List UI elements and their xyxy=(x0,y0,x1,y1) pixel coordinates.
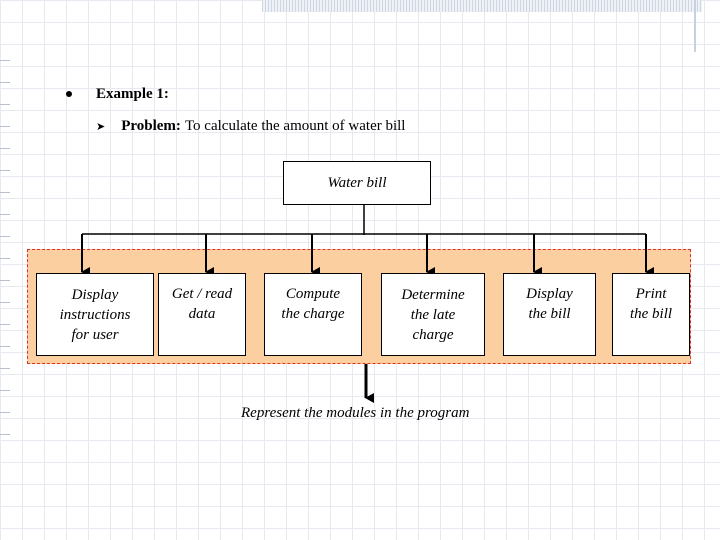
module-box-display-instructions: Display instructions for user xyxy=(36,273,154,356)
module-box-compute-charge: Compute the charge xyxy=(264,273,362,356)
header-stripe xyxy=(262,0,702,12)
example-heading: Example 1: xyxy=(96,85,169,102)
module-label: Compute the charge xyxy=(281,286,345,322)
problem-label: Problem: xyxy=(121,117,181,134)
root-label: Water bill xyxy=(327,175,387,191)
problem-text: To calculate the amount of water bill xyxy=(184,117,406,134)
bullet-item: Example 1: xyxy=(66,84,169,104)
bullet-dot-icon xyxy=(66,91,72,97)
root-box: Water bill xyxy=(283,161,431,205)
module-label: Display the bill xyxy=(526,286,573,322)
sub-bullet-item: ➤ Problem: To calculate the amount of wa… xyxy=(96,116,405,136)
module-box-display-bill: Display the bill xyxy=(503,273,596,356)
module-label: Determine the late charge xyxy=(401,286,465,343)
margin-ticks xyxy=(0,60,10,440)
module-box-late-charge: Determine the late charge xyxy=(381,273,485,356)
module-label: Print the bill xyxy=(629,286,673,322)
module-box-print-bill: Print the bill xyxy=(612,273,690,356)
caption: Represent the modules in the program xyxy=(241,405,470,421)
module-label: Display instructions for user xyxy=(59,286,131,343)
header-rule xyxy=(694,0,696,52)
module-box-get-data: Get / read data xyxy=(158,273,246,356)
module-label: Get / read data xyxy=(171,286,233,322)
arrowhead-bullet-icon: ➤ xyxy=(96,120,106,133)
